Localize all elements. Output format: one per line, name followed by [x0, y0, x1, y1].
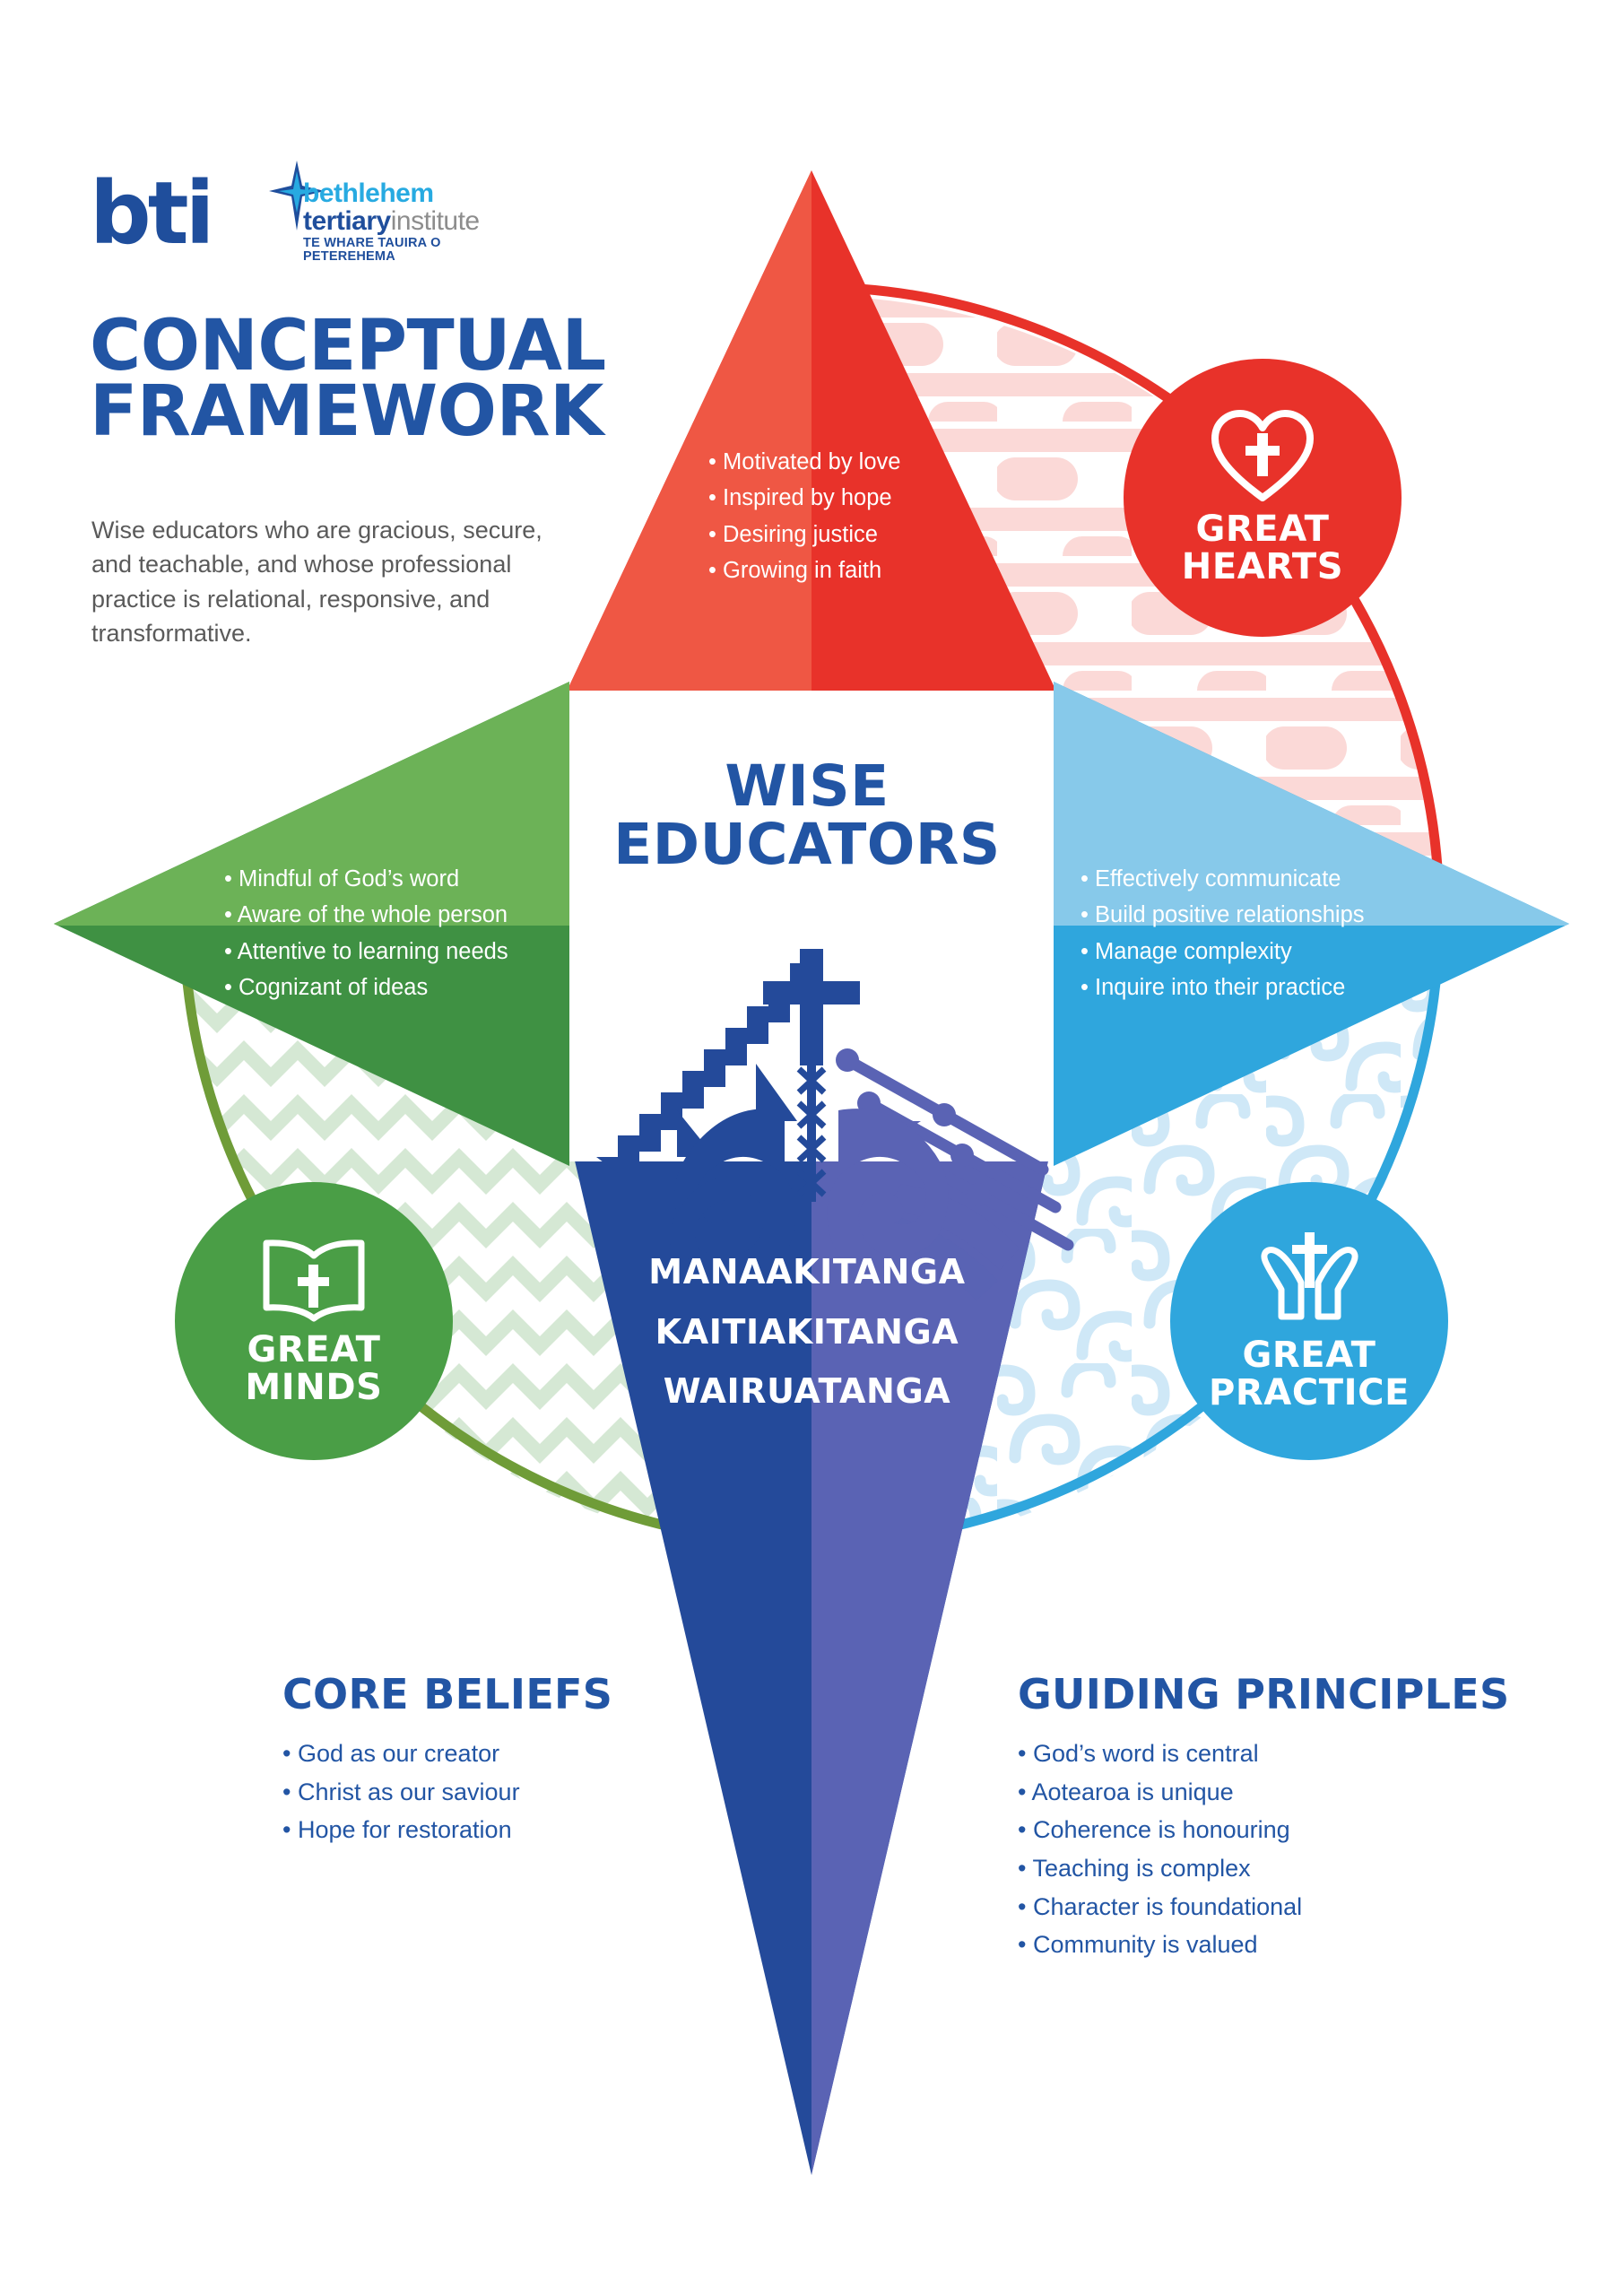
list-item: Build positive relationships	[1081, 897, 1365, 933]
great-practice-bullet-list: Effectively communicate Build positive r…	[1081, 861, 1365, 1005]
list-item: Aware of the whole person	[224, 897, 508, 933]
pillar-label-line-2: PRACTICE	[1208, 1372, 1410, 1413]
list-item: Cognizant of ideas	[224, 970, 508, 1005]
list-item: Growing in faith	[708, 552, 900, 588]
page-title: CONCEPTUAL FRAMEWORK	[90, 306, 628, 452]
list-item: Aotearoa is unique	[1018, 1773, 1509, 1812]
pillar-great-minds[interactable]: GREAT MINDS	[175, 1182, 453, 1460]
pillar-label-line-1: GREAT	[1242, 1334, 1376, 1376]
logo-tertiary: tertiary	[303, 205, 391, 236]
list-item: Hope for restoration	[282, 1811, 612, 1849]
core-beliefs-heading: CORE BELIEFS	[282, 1670, 613, 1718]
list-item: Motivated by love	[708, 444, 900, 480]
logo-maori-name: TE WHARE TAUIRA O PETEREHEMA	[303, 236, 441, 264]
logo-lockup-text: bethlehem tertiaryinstitute TE WHARE TAU…	[303, 178, 480, 264]
list-item: Attentive to learning needs	[224, 934, 508, 970]
cross-icon	[763, 949, 860, 1065]
maori-values-list: MANAAKITANGA KAITIAKITANGA WAIRUATANGA	[574, 1242, 1040, 1422]
list-item: Effectively communicate	[1081, 861, 1365, 897]
list-item: Inquire into their practice	[1081, 970, 1365, 1005]
guiding-principles-heading: GUIDING PRINCIPLES	[1018, 1670, 1510, 1718]
open-hands-with-cross-icon	[1261, 1231, 1358, 1320]
logo-institute: institute	[390, 205, 480, 236]
maori-value: WAIRUATANGA	[663, 1371, 951, 1411]
maori-value: MANAAKITANGA	[648, 1252, 966, 1292]
bti-logo: bti bethlehem tertiaryinstitute TE WHARE…	[90, 161, 480, 265]
core-beliefs-list: God as our creator Christ as our saviour…	[282, 1735, 612, 1849]
centre-heading-line-1: WISE	[725, 753, 890, 819]
pillar-label-line-1: GREAT	[1195, 508, 1330, 550]
guiding-principles-section: GUIDING PRINCIPLES God’s word is central…	[1018, 1670, 1509, 1964]
page-description: Wise educators who are gracious, secure,…	[91, 517, 542, 647]
centre-heading-line-2: EDUCATORS	[613, 811, 1001, 877]
pillar-label-great-hearts: GREAT HEARTS	[1181, 508, 1344, 587]
list-item: Community is valued	[1018, 1926, 1509, 1964]
maori-whakairo-cross-koru-icon	[596, 949, 1074, 1311]
pillar-great-hearts[interactable]: GREAT HEARTS	[1124, 359, 1402, 637]
pillar-label-great-practice: GREAT PRACTICE	[1208, 1334, 1410, 1413]
list-item: Character is foundational	[1018, 1888, 1509, 1926]
page-title-line-2: FRAMEWORK	[90, 370, 603, 452]
great-hearts-bullet-list: Motivated by love Inspired by hope Desir…	[708, 444, 900, 588]
open-book-with-cross-icon	[263, 1239, 365, 1322]
list-item: Inspired by hope	[708, 480, 900, 516]
maori-value: KAITIAKITANGA	[655, 1311, 959, 1352]
great-minds-bullet-list: Mindful of God’s word Aware of the whole…	[224, 861, 508, 1005]
page-title-line-1: CONCEPTUAL	[90, 306, 606, 387]
logo-bethlehem: bethlehem	[303, 178, 434, 208]
list-item: Desiring justice	[708, 517, 900, 552]
logo-tertiary-institute: tertiaryinstitute	[303, 205, 480, 236]
list-item: Coherence is honouring	[1018, 1811, 1509, 1849]
pillar-label-line-2: MINDS	[245, 1367, 383, 1408]
core-beliefs-section: CORE BELIEFS God as our creator Christ a…	[282, 1670, 612, 1849]
logo-wordmark: bti	[90, 163, 215, 264]
pillar-great-practice[interactable]: GREAT PRACTICE	[1170, 1182, 1448, 1460]
list-item: God as our creator	[282, 1735, 612, 1773]
four-point-star-icon	[269, 161, 325, 230]
pillar-label-line-1: GREAT	[247, 1328, 381, 1370]
heart-with-cross-icon	[1211, 409, 1314, 501]
list-item: Christ as our saviour	[282, 1773, 612, 1812]
list-item: Teaching is complex	[1018, 1849, 1509, 1888]
guiding-principles-list: God’s word is central Aotearoa is unique…	[1018, 1735, 1509, 1964]
list-item: God’s word is central	[1018, 1735, 1509, 1773]
list-item: Mindful of God’s word	[224, 861, 508, 897]
pillar-label-great-minds: GREAT MINDS	[245, 1328, 383, 1408]
centre-heading: WISE EDUCATORS	[592, 753, 1022, 877]
pillar-label-line-2: HEARTS	[1181, 546, 1344, 587]
list-item: Manage complexity	[1081, 934, 1365, 970]
